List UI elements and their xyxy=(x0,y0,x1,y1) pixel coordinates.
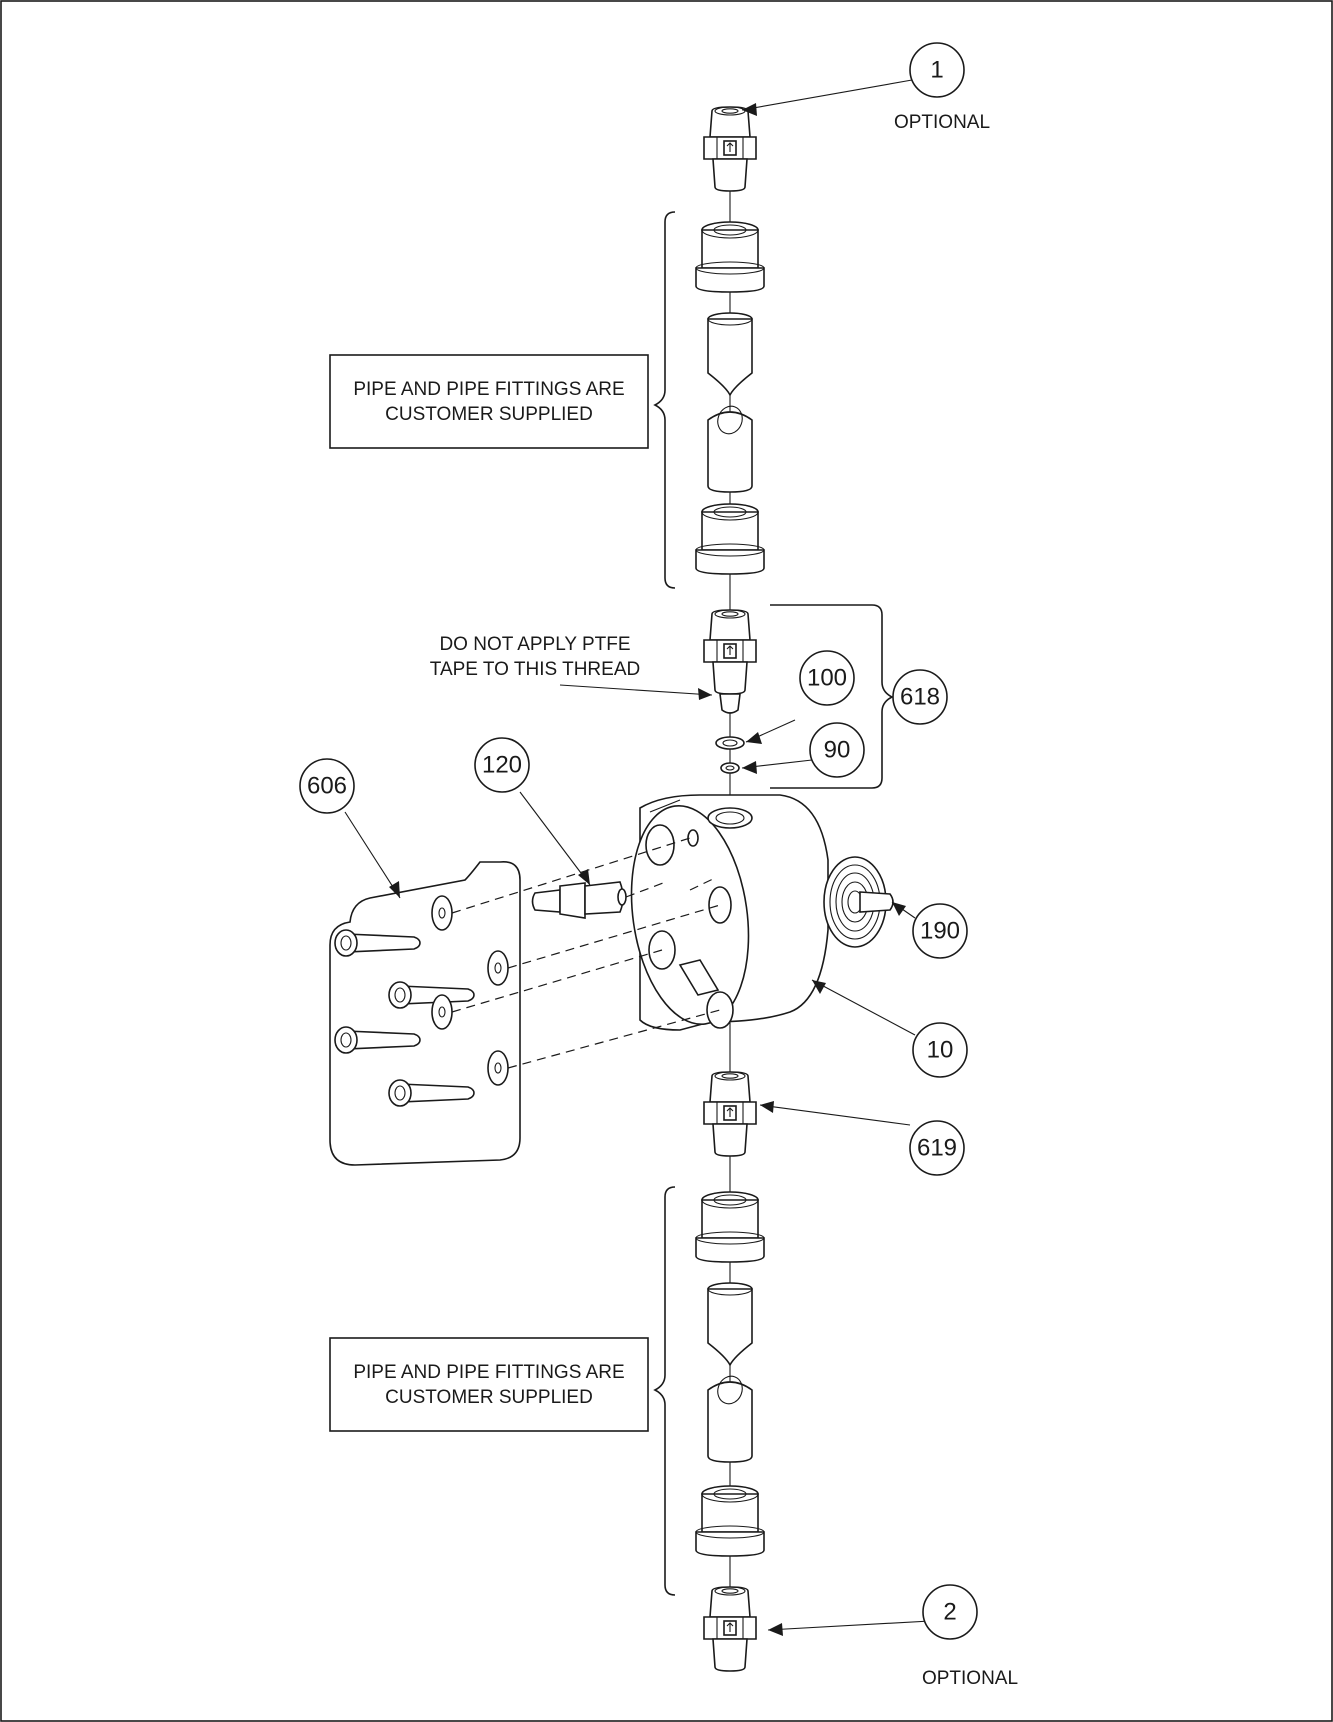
balloon-100: 100 xyxy=(799,650,855,706)
balloon-619: 619 xyxy=(909,1120,965,1176)
align-line-3 xyxy=(451,949,663,1013)
align-line-2 xyxy=(507,904,721,969)
ptfe-leader xyxy=(559,684,713,696)
align-line-6 xyxy=(689,877,716,891)
fitting-item-619 xyxy=(703,1071,757,1157)
bottom-elbow-upper xyxy=(695,1191,765,1263)
bottom-pipe-lower xyxy=(707,1371,753,1463)
washer-3 xyxy=(431,994,453,1030)
bolt-3 xyxy=(334,1026,421,1054)
svg-text:1: 1 xyxy=(930,57,943,84)
fitting-item-1 xyxy=(703,106,757,192)
pipe-note-box-top xyxy=(329,354,649,449)
svg-text:190: 190 xyxy=(920,918,960,945)
ptfe-note-line2: TAPE TO THIS THREAD xyxy=(430,659,640,680)
pipe-note-top-line2: CUSTOMER SUPPLIED xyxy=(385,404,593,425)
brace-618 xyxy=(770,604,894,789)
svg-text:90: 90 xyxy=(824,737,851,764)
washer-2 xyxy=(487,950,509,986)
fitting-item-2 xyxy=(703,1586,757,1672)
balloon-606: 606 xyxy=(299,758,355,814)
bottom-elbow-lower xyxy=(695,1485,765,1557)
align-line-5 xyxy=(625,882,664,898)
svg-text:619: 619 xyxy=(917,1135,957,1162)
balloon-1: 1 xyxy=(909,42,965,98)
brace-top xyxy=(653,211,676,589)
pipe-note-bottom-line2: CUSTOMER SUPPLIED xyxy=(385,1387,593,1408)
top-pipe-upper xyxy=(707,312,753,396)
fitting-item-618 xyxy=(703,609,757,695)
balloon-10: 10 xyxy=(912,1022,968,1078)
pump-body-item-10 xyxy=(630,794,829,1031)
bottom-pipe-upper xyxy=(707,1282,753,1366)
balloon-120: 120 xyxy=(474,737,530,793)
balloon-90: 90 xyxy=(809,722,865,778)
bolt-kit-outline xyxy=(329,861,521,1166)
bolt-1 xyxy=(334,929,421,957)
ptfe-note-line1: DO NOT APPLY PTFE xyxy=(439,634,630,655)
svg-text:120: 120 xyxy=(482,752,522,779)
optional-label-bottom: OPTIONAL xyxy=(922,1668,1018,1689)
optional-label-top: OPTIONAL xyxy=(894,112,990,133)
washer-1 xyxy=(431,895,453,931)
pipe-note-top-line1: PIPE AND PIPE FITTINGS ARE xyxy=(353,379,624,400)
bolt-2 xyxy=(388,981,475,1009)
bolt-4 xyxy=(388,1079,475,1107)
svg-text:10: 10 xyxy=(927,1037,954,1064)
svg-text:100: 100 xyxy=(807,665,847,692)
oring-item-90 xyxy=(720,762,740,774)
balloon-190: 190 xyxy=(912,903,968,959)
oring-item-100 xyxy=(715,736,745,750)
top-elbow-lower xyxy=(695,503,765,575)
balloon-618: 618 xyxy=(892,669,948,725)
pipe-note-bottom-line1: PIPE AND PIPE FITTINGS ARE xyxy=(353,1362,624,1383)
fitting-618-tip xyxy=(719,693,741,714)
svg-text:2: 2 xyxy=(943,1599,956,1626)
pipe-note-box-bottom xyxy=(329,1337,649,1432)
balloon-2: 2 xyxy=(922,1584,978,1640)
top-elbow-upper xyxy=(695,221,765,293)
top-pipe-lower xyxy=(707,401,753,493)
svg-text:606: 606 xyxy=(307,773,347,800)
leader-lines xyxy=(344,79,949,1636)
diaphragm-item-190 xyxy=(823,856,894,948)
svg-text:618: 618 xyxy=(900,684,940,711)
fitting-item-120 xyxy=(531,881,627,919)
align-line-4 xyxy=(507,1009,721,1069)
brace-bottom xyxy=(653,1186,676,1596)
washer-4 xyxy=(487,1050,509,1086)
align-line-1 xyxy=(451,837,691,914)
